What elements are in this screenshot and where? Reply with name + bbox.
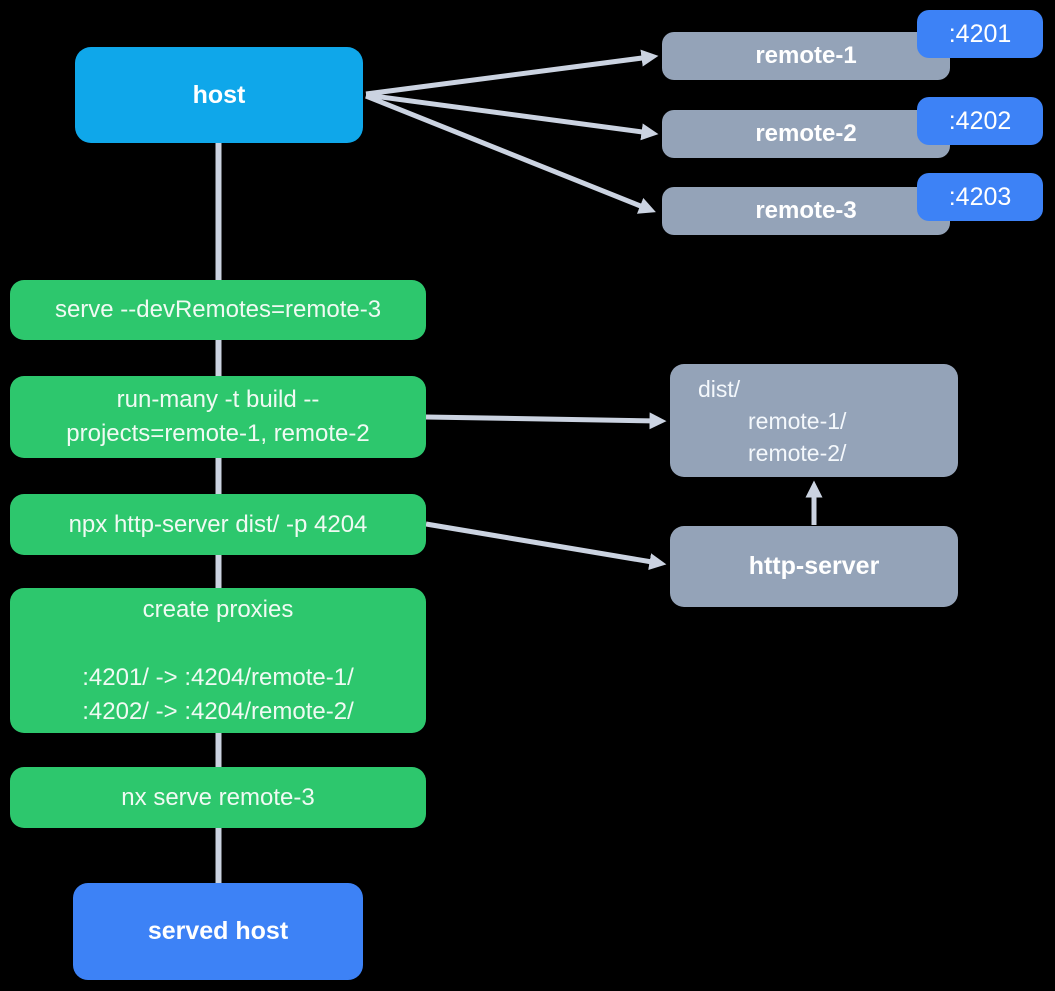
arrow-host-to-remote-3 xyxy=(365,93,656,214)
dist-line: remote-1/ xyxy=(748,407,847,434)
command-line: create proxies xyxy=(142,595,294,623)
command-run-many-build: run-many -t build -- projects=remote-1, … xyxy=(10,376,426,458)
command-npx-http-server: npx http-server dist/ -p 4204 xyxy=(10,494,426,555)
arrow-npx-to-http-server xyxy=(425,521,667,570)
remote-3-port-badge: :4203 xyxy=(917,173,1043,221)
arrow-host-to-remote-2 xyxy=(365,92,659,141)
arrow-build-to-dist xyxy=(425,412,667,430)
command-line: run-many -t build -- xyxy=(116,386,320,413)
remote-2-port: :4202 xyxy=(948,106,1012,135)
remote-1-label: remote-1 xyxy=(755,42,857,69)
remote-1-port: :4201 xyxy=(948,19,1012,48)
remote-2-label: remote-2 xyxy=(755,120,857,147)
http-server-label: http-server xyxy=(748,552,880,580)
dist-line: dist/ xyxy=(698,375,741,402)
http-server-node: http-server xyxy=(670,526,958,607)
remote-3-port: :4203 xyxy=(948,182,1012,211)
host-label: host xyxy=(192,80,246,109)
remote-1-port-badge: :4201 xyxy=(917,10,1043,58)
remote-3-label: remote-3 xyxy=(755,197,857,224)
command-line: npx http-server dist/ -p 4204 xyxy=(68,510,368,538)
remote-2-node: remote-2 xyxy=(662,110,950,158)
command-line: :4202/ -> :4204/remote-2/ xyxy=(82,697,354,725)
remote-3-node: remote-3 xyxy=(662,187,950,235)
arrow-host-to-remote-1 xyxy=(365,49,659,97)
command-create-proxies: create proxies :4201/ -> :4204/remote-1/… xyxy=(10,588,426,733)
served-host-label: served host xyxy=(147,917,289,945)
dist-folder-node: dist/ remote-1/ remote-2/ xyxy=(670,364,958,477)
command-line: projects=remote-1, remote-2 xyxy=(66,420,370,447)
command-line: nx serve remote-3 xyxy=(121,783,315,811)
served-host-node: served host xyxy=(73,883,363,980)
command-nx-serve-remote-3: nx serve remote-3 xyxy=(10,767,426,828)
command-serve-dev-remotes: serve --devRemotes=remote-3 xyxy=(10,280,426,340)
command-line: serve --devRemotes=remote-3 xyxy=(54,296,382,323)
remote-2-port-badge: :4202 xyxy=(917,97,1043,145)
command-line: :4201/ -> :4204/remote-1/ xyxy=(82,663,354,691)
dist-line: remote-2/ xyxy=(748,439,847,466)
host-node: host xyxy=(75,47,363,143)
remote-1-node: remote-1 xyxy=(662,32,950,80)
